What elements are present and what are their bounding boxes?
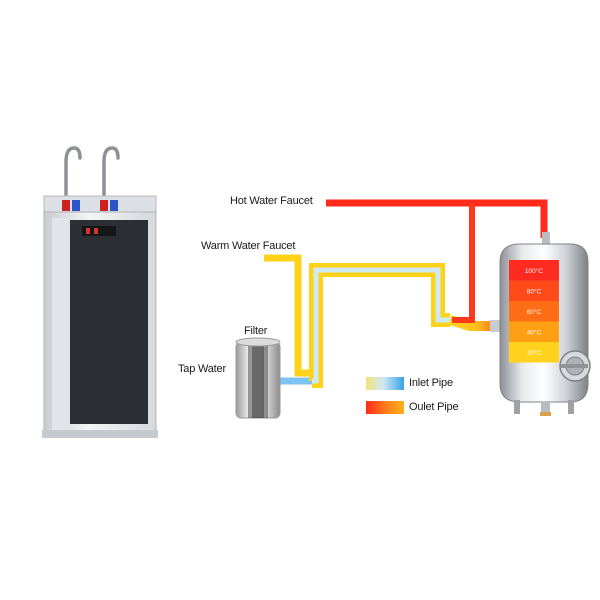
tank-band-label: 80°C	[527, 287, 542, 295]
tank-band	[509, 260, 559, 281]
legend-label-outlet: Oulet Pipe	[409, 401, 459, 413]
tank-band-label: 40°C	[527, 328, 542, 336]
warm-faucet-label: Warm Water Faucet	[201, 240, 296, 252]
tank-band	[509, 280, 559, 301]
legend-label-inlet: Inlet Pipe	[409, 377, 453, 389]
filter-label: Filter	[244, 325, 268, 337]
tank-band-label: 60°C	[527, 308, 542, 316]
tank-band	[509, 342, 559, 363]
hot-water-pipe	[326, 199, 548, 238]
legend-swatch-outlet	[366, 401, 404, 414]
filter-cartridge-icon	[235, 337, 281, 419]
warm-water-pipe	[264, 254, 312, 377]
tank-band-label: 20°C	[527, 349, 542, 357]
water-dispenser-icon	[42, 146, 158, 438]
legend	[366, 377, 404, 414]
dispenser-front-panel	[70, 220, 148, 424]
tap-water-label: Tap Water	[178, 363, 226, 375]
tank-band	[509, 301, 559, 322]
inlet-pipe	[309, 263, 450, 388]
hot-faucet-label: Hot Water Faucet	[230, 195, 313, 207]
faucet-icon	[64, 146, 82, 207]
tank-band	[509, 321, 559, 342]
hot-branch-pipe	[452, 203, 475, 323]
faucet-icon	[102, 146, 120, 207]
tank-band-label: 100°C	[525, 267, 543, 275]
water-tank-icon: 100°C 80°C 60°C 40°C 20°C	[499, 232, 591, 416]
legend-swatch-inlet	[366, 377, 404, 390]
